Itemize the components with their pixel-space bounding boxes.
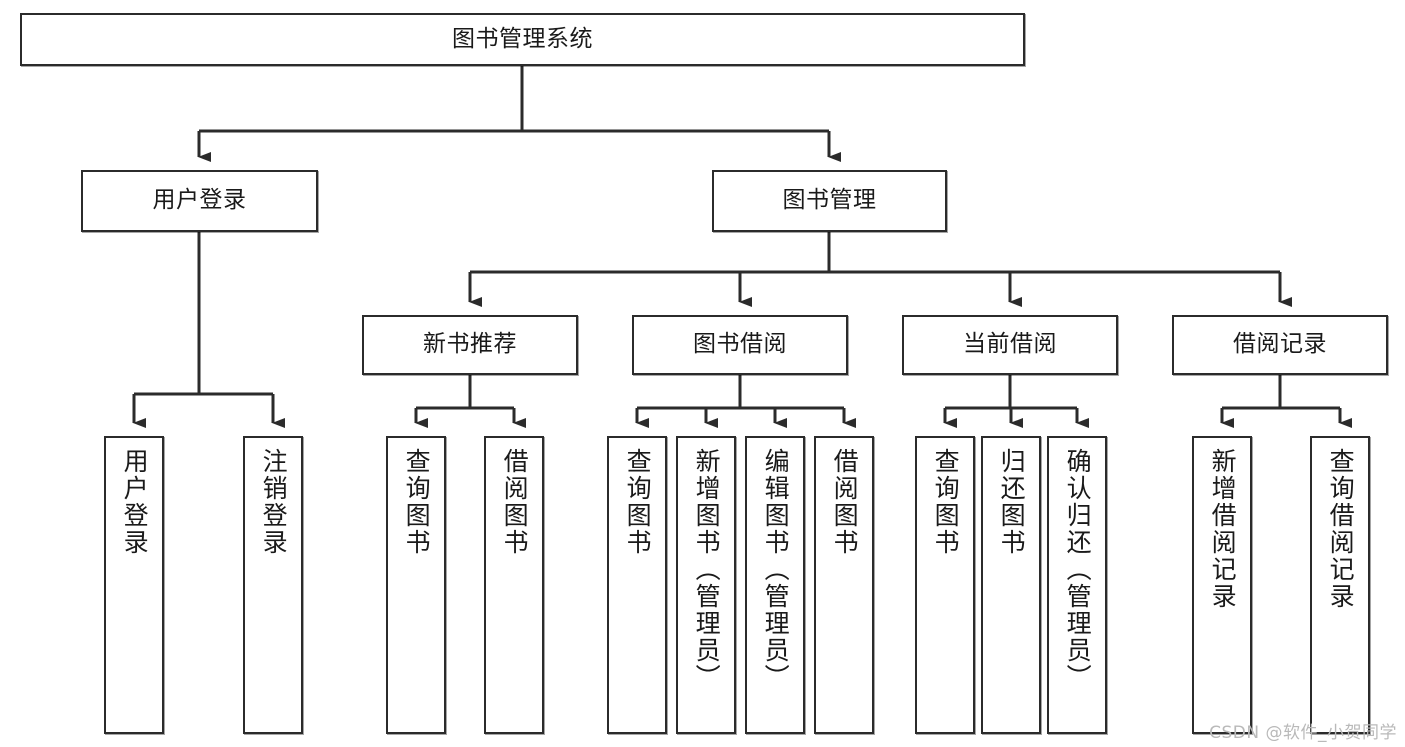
leaf-return-book[interactable]: 归还图书 — [981, 436, 1041, 734]
leaf-user-login[interactable]: 用户登录 — [104, 436, 164, 734]
leaf-add-borrow-record[interactable]: 新增借阅记录 — [1192, 436, 1252, 734]
leaf-query-borrow-record[interactable]: 查询借阅记录 — [1310, 436, 1370, 734]
node-book-borrow[interactable]: 图书借阅 — [632, 315, 848, 375]
node-label: 图书管理系统 — [452, 25, 593, 52]
leaf-borrow-book-recommend[interactable]: 借阅图书 — [484, 436, 544, 734]
leaf-borrow-book[interactable]: 借阅图书 — [814, 436, 874, 734]
node-label: 借阅记录 — [1233, 331, 1327, 358]
node-label: 借阅图书 — [500, 448, 530, 556]
node-label: 注销登录 — [259, 448, 289, 556]
node-root-system[interactable]: 图书管理系统 — [20, 13, 1025, 66]
leaf-query-book-borrow[interactable]: 查询图书 — [607, 436, 667, 734]
node-label: 图书借阅 — [693, 331, 787, 358]
node-label: 新增借阅记录 — [1208, 448, 1238, 610]
leaf-user-logout[interactable]: 注销登录 — [243, 436, 303, 734]
node-label: 新增图书（管理员） — [692, 448, 722, 691]
node-label: 借阅图书 — [830, 448, 860, 556]
node-current-borrow[interactable]: 当前借阅 — [902, 315, 1118, 375]
node-label: 确认归还（管理员） — [1063, 448, 1093, 691]
node-label: 查询图书 — [402, 448, 432, 556]
node-label: 用户登录 — [120, 448, 150, 556]
node-label: 新书推荐 — [423, 331, 517, 358]
node-label: 查询借阅记录 — [1326, 448, 1356, 610]
leaf-query-book-recommend[interactable]: 查询图书 — [386, 436, 446, 734]
leaf-confirm-return-admin[interactable]: 确认归还（管理员） — [1047, 436, 1107, 734]
node-label: 用户登录 — [152, 187, 247, 214]
node-label: 查询图书 — [931, 448, 961, 556]
node-label: 当前借阅 — [963, 331, 1057, 358]
node-label: 查询图书 — [623, 448, 653, 556]
node-book-management[interactable]: 图书管理 — [712, 170, 947, 232]
node-label: 归还图书 — [997, 448, 1027, 556]
node-new-book-recommend[interactable]: 新书推荐 — [362, 315, 578, 375]
leaf-add-book-admin[interactable]: 新增图书（管理员） — [676, 436, 736, 734]
node-label: 编辑图书（管理员） — [761, 448, 791, 691]
csdn-watermark: CSDN @软件_小贺同学 — [1209, 723, 1397, 743]
node-borrow-record[interactable]: 借阅记录 — [1172, 315, 1388, 375]
leaf-query-book-current[interactable]: 查询图书 — [915, 436, 975, 734]
node-label: 图书管理 — [782, 187, 877, 214]
leaf-edit-book-admin[interactable]: 编辑图书（管理员） — [745, 436, 805, 734]
node-user-login[interactable]: 用户登录 — [81, 170, 318, 232]
